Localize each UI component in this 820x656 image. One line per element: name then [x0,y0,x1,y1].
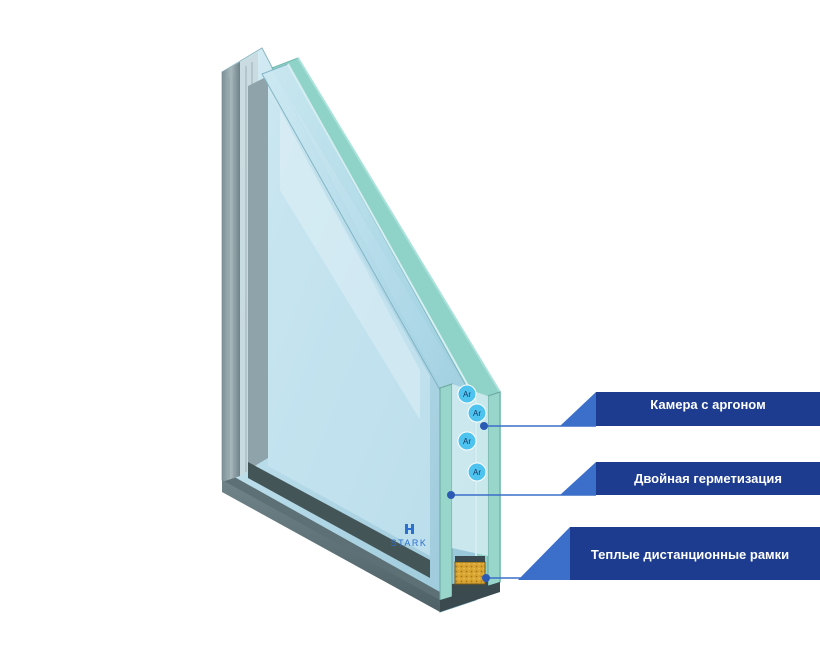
brand-logo: STARK [391,524,428,548]
argon-bubbles: Ar Ar Ar Ar [457,384,487,482]
callout-warm-spacers [518,527,820,580]
inner-frame [248,76,430,578]
svg-text:Ar: Ar [473,409,481,418]
svg-text:Ar: Ar [463,437,471,446]
argon-bubble: Ar [467,462,487,482]
brand-name: STARK [391,538,428,548]
argon-bubble: Ar [457,384,477,404]
svg-text:Ar: Ar [463,390,471,399]
svg-text:Ar: Ar [473,468,481,477]
warm-spacer-section [454,556,486,585]
callout-double-sealing [560,462,820,495]
inner-window-area [268,94,430,556]
argon-bubble: Ar [457,431,477,451]
callout-label-warm-spacers: Теплые дистанционные рамки [590,547,790,562]
callout-label-double-sealing: Двойная герметизация [634,471,782,486]
callout-argon-chamber [560,392,820,426]
callout-label-argon-chamber: Камера с аргоном [650,397,766,412]
brand-mark-icon [405,524,414,534]
bottom-base [222,480,440,612]
argon-bubble: Ar [467,403,487,423]
